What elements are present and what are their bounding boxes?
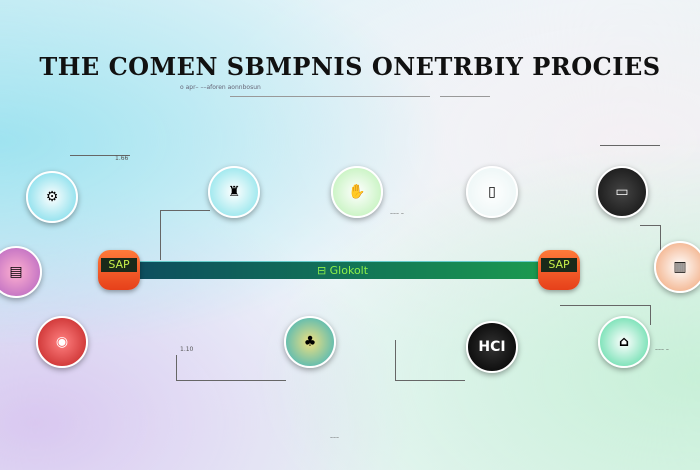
node-tools-icon[interactable]: ⚙ <box>26 171 78 223</box>
connector <box>560 305 650 306</box>
small-label: ––– – <box>655 346 669 353</box>
connector <box>176 380 286 381</box>
connector <box>660 225 661 255</box>
connector <box>160 210 210 211</box>
left-device-label: SAP <box>101 258 137 272</box>
node-hand-icon[interactable]: ✋ <box>331 166 383 218</box>
process-bar[interactable]: ⊟ Glokolt <box>140 261 545 279</box>
divider <box>230 96 430 97</box>
node-printer-icon[interactable]: ▥ <box>654 241 700 293</box>
node-hci[interactable]: HCI <box>466 321 518 373</box>
right-device-label: SAP <box>541 258 577 272</box>
divider <box>440 96 490 97</box>
connector <box>650 305 651 325</box>
connector <box>640 225 660 226</box>
node-database-icon[interactable]: ◉ <box>36 316 88 368</box>
small-label: ––– – <box>390 210 404 217</box>
diagram-subtitle: o apr– ––aforen aonnbosun <box>180 84 261 91</box>
connector <box>160 210 161 260</box>
small-label: 1.66 <box>115 155 129 162</box>
connector <box>600 145 660 146</box>
connector <box>395 380 465 381</box>
process-bar-label: ⊟ Glokolt <box>316 264 369 277</box>
node-tree-icon[interactable]: ♣ <box>284 316 336 368</box>
connector <box>395 340 396 380</box>
node-monitor-icon[interactable]: ▭ <box>596 166 648 218</box>
connector <box>176 355 177 380</box>
diagram-title: THE COMEN SBMPNIS ONETRBIY PROCIES <box>39 52 661 81</box>
node-phone-icon[interactable]: ▯ <box>466 166 518 218</box>
node-robot-icon[interactable]: ♜ <box>208 166 260 218</box>
node-building-icon[interactable]: ⌂ <box>598 316 650 368</box>
small-label: ––– <box>330 434 339 441</box>
right-device[interactable]: SAP <box>538 250 580 290</box>
connector <box>70 155 130 156</box>
left-device[interactable]: SAP <box>98 250 140 290</box>
node-computer-icon[interactable]: ▤ <box>0 246 42 298</box>
small-label: 1.10 <box>180 346 194 353</box>
